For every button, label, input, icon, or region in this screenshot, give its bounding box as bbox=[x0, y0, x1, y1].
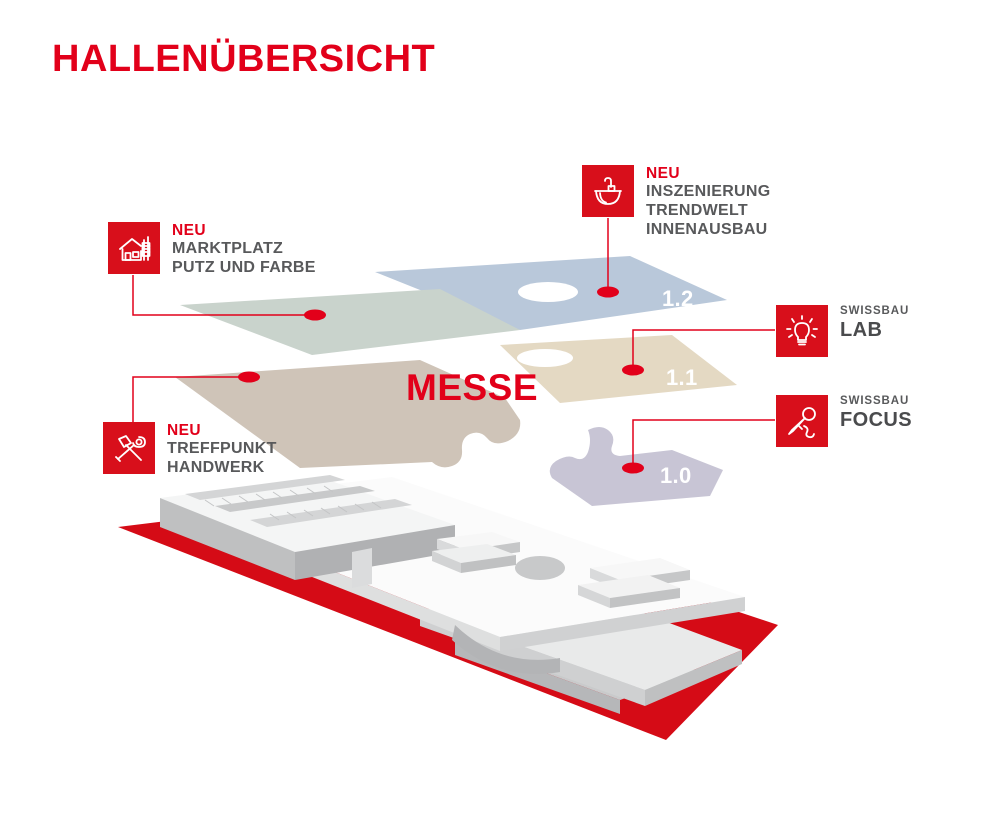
product-name: LAB bbox=[840, 318, 883, 341]
building-wing-connector bbox=[352, 548, 372, 588]
dot-lab bbox=[622, 364, 644, 376]
microphone-icon[interactable] bbox=[776, 395, 828, 447]
building-curved-awning bbox=[452, 625, 560, 674]
product-name: FOCUS bbox=[840, 408, 912, 431]
building-roof-box-b bbox=[432, 544, 516, 573]
callout-line-2: HANDWERK bbox=[167, 458, 265, 476]
building-hall-roof bbox=[160, 477, 455, 552]
building-ridge-strip-3 bbox=[250, 499, 412, 527]
callout-marktplatz-text: NEU MARKTPLATZ PUTZ UND FARBE bbox=[172, 222, 316, 278]
brand-name: SWISSBAU bbox=[840, 395, 910, 407]
building-rotunda bbox=[515, 556, 565, 580]
lightbulb-icon[interactable] bbox=[776, 305, 828, 357]
building-deck-front bbox=[165, 505, 500, 651]
sink-basin-icon[interactable] bbox=[582, 165, 634, 217]
callout-swissbau-lab-text: SWISSBAU LAB bbox=[840, 305, 909, 341]
building-model bbox=[118, 475, 778, 740]
connector-treffpunkt bbox=[132, 376, 249, 422]
house-paint-roller-icon[interactable] bbox=[108, 222, 160, 274]
callout-line-2: TRENDWELT bbox=[646, 201, 748, 219]
building-lower-plinth-side bbox=[455, 640, 620, 714]
building-red-base bbox=[118, 494, 778, 740]
building-deck-top bbox=[165, 477, 745, 637]
building-lower-plinth-top bbox=[455, 625, 700, 700]
callout-line-2: PUTZ UND FARBE bbox=[172, 258, 316, 276]
callout-inszenierung-text: NEU INSZENIERUNG TRENDWELT INNENAUSBAU bbox=[646, 165, 771, 239]
callout-line-1: MARKTPLATZ bbox=[172, 239, 284, 257]
building-hall-right-face bbox=[295, 525, 455, 580]
floor-plane-1-0 bbox=[549, 427, 723, 506]
dot-inszenierung bbox=[597, 286, 619, 298]
building-mid-slab-right bbox=[645, 650, 742, 706]
floor-plane-green bbox=[180, 289, 520, 355]
building-deck-right bbox=[500, 597, 745, 651]
building-ridge-strip-2 bbox=[215, 486, 375, 512]
floor-number-1-1: 1.1 bbox=[666, 365, 698, 390]
building-roof-box-a bbox=[437, 532, 520, 560]
dot-marktplatz bbox=[304, 309, 326, 321]
callout-line-1: INSZENIERUNG bbox=[646, 182, 771, 200]
page-title: HALLENÜBERSICHT bbox=[52, 38, 436, 80]
callout-inszenierung[interactable]: NEU INSZENIERUNG TRENDWELT INNENAUSBAU bbox=[582, 165, 771, 239]
hammer-trowel-icon[interactable] bbox=[103, 422, 155, 474]
callout-marktplatz[interactable]: NEU MARKTPLATZ PUTZ UND FARBE bbox=[108, 222, 316, 278]
neu-badge: NEU bbox=[172, 222, 206, 239]
messe-label: MESSE bbox=[406, 367, 539, 408]
connector-marktplatz bbox=[132, 275, 307, 316]
connector-focus bbox=[632, 419, 775, 468]
callout-line-1: TREFFPUNKT bbox=[167, 439, 277, 457]
building-hall-front-face bbox=[160, 498, 295, 580]
building-roof-strip-d bbox=[578, 575, 680, 608]
callout-swissbau-focus[interactable]: SWISSBAU FOCUS bbox=[776, 395, 912, 447]
connector-lab bbox=[632, 329, 775, 370]
neu-badge: NEU bbox=[646, 165, 680, 182]
building-ridge-strip-1 bbox=[185, 475, 345, 500]
building-roof-strip-c bbox=[590, 558, 690, 590]
building-mid-slab-top bbox=[420, 588, 742, 690]
floor-number-1-2: 1.2 bbox=[662, 286, 694, 311]
brand-name: SWISSBAU bbox=[840, 305, 910, 317]
callout-swissbau-focus-text: SWISSBAU FOCUS bbox=[840, 395, 912, 431]
building-mid-slab-front bbox=[420, 610, 645, 706]
building-sawtooth-hatch bbox=[204, 485, 382, 521]
callout-treffpunkt[interactable]: NEU TREFFPUNKT HANDWERK bbox=[103, 422, 277, 478]
callout-treffpunkt-text: NEU TREFFPUNKT HANDWERK bbox=[167, 422, 277, 478]
callout-line-3: INNENAUSBAU bbox=[646, 220, 768, 238]
floor-number-1-0: 1.0 bbox=[660, 463, 692, 488]
callout-swissbau-lab[interactable]: SWISSBAU LAB bbox=[776, 305, 909, 357]
dot-focus bbox=[622, 462, 644, 474]
neu-badge: NEU bbox=[167, 422, 201, 439]
dot-treffpunkt bbox=[238, 371, 260, 383]
